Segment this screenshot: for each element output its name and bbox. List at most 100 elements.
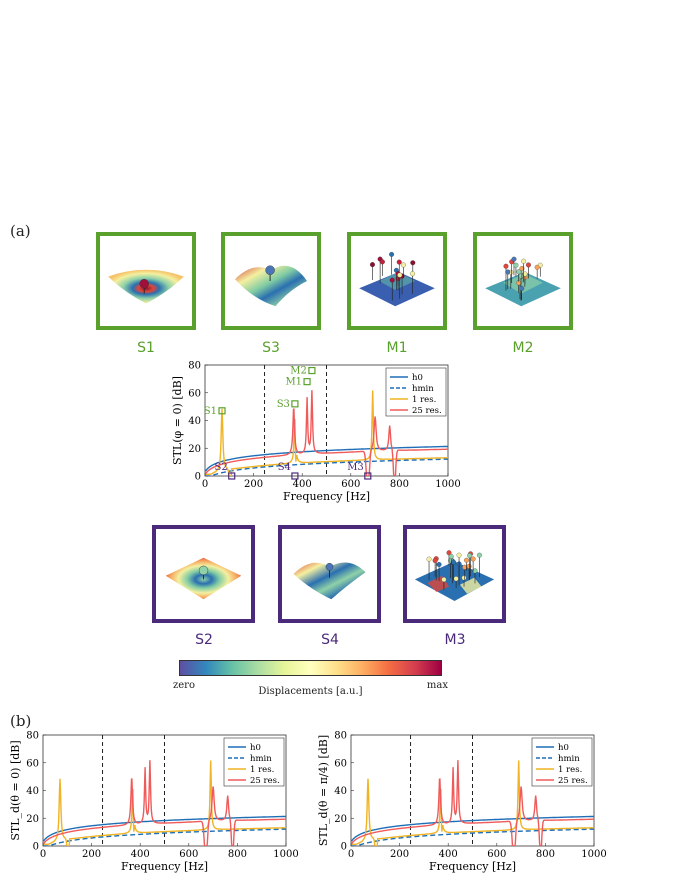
x-tick-label: 1000 [581, 849, 606, 860]
legend [385, 367, 447, 417]
resonator-mass [446, 550, 452, 556]
x-tick-label: 800 [390, 479, 409, 490]
colorbar-min-label: zero [173, 680, 195, 691]
y-tick-label: 40 [334, 786, 347, 797]
mode-shape-m3 [403, 525, 506, 623]
y-tick-label: 80 [26, 731, 39, 742]
legend-entry: 1 res. [250, 765, 274, 775]
x-tick-label: 400 [293, 479, 312, 490]
x-tick-label: 1000 [273, 849, 298, 860]
resonator-mass [467, 553, 473, 559]
legend [531, 737, 593, 787]
resonator-mass [525, 262, 531, 268]
resonator-pins-m3 [426, 550, 482, 590]
resonator-mass [503, 263, 509, 269]
series-25-res [205, 390, 448, 476]
mode-shape-s1 [96, 232, 196, 330]
resonator-mass [470, 556, 476, 562]
legend-entry: h0 [412, 373, 423, 383]
mode-marker [308, 366, 316, 375]
y-tick-label: 80 [188, 361, 201, 372]
resonator-mass [513, 262, 519, 268]
legend-entry: 25 res. [558, 776, 588, 786]
resonator-mass [453, 576, 459, 582]
mode-shape-s2 [152, 525, 255, 623]
mode-marker [228, 472, 236, 480]
mode-marker-label: M2 [290, 366, 307, 377]
mode-label-s2: S2 [195, 632, 213, 648]
legend-entry: hmin [412, 384, 434, 394]
legend-entry: 1 res. [558, 765, 582, 775]
mode-shape-s4 [278, 525, 381, 623]
resonator-mass [516, 269, 522, 275]
resonator-mass [456, 552, 462, 558]
legend-entry: h0 [558, 743, 569, 753]
resonator-mass [396, 259, 402, 265]
y-tick-label: 40 [188, 416, 201, 427]
x-axis-label: Frequency [Hz] [429, 860, 516, 873]
resonator-mass [448, 553, 454, 559]
colorbar: zero max Displacements [a.u.] [173, 660, 448, 700]
y-tick-label: 60 [334, 758, 347, 769]
resonator-mass [379, 259, 385, 265]
resonator-mass [463, 557, 469, 563]
y-tick-label: 20 [188, 444, 201, 455]
mode-label-s4: S4 [321, 632, 339, 648]
resonator-mass [511, 256, 517, 262]
mode-shape-s3 [221, 232, 321, 330]
mode-label-s1: S1 [137, 340, 155, 356]
resonator-mass [462, 564, 468, 570]
y-tick-label: 40 [26, 786, 39, 797]
resonator-mass [436, 562, 442, 567]
colorbar-title: Displacements [a.u.] [258, 686, 363, 697]
x-tick-label: 600 [179, 849, 198, 860]
y-tick-label: 60 [26, 758, 39, 769]
mode-shape-m2 [473, 232, 573, 330]
y-tick-label: 20 [334, 814, 347, 825]
resonator-mass [451, 559, 457, 565]
resonator-mass [505, 269, 511, 275]
resonator-mass [410, 271, 415, 277]
resonator-mass [518, 273, 524, 279]
resonator-mass [397, 272, 403, 278]
x-tick-label: 800 [536, 849, 555, 860]
series-hmin [351, 828, 594, 846]
y-axis-label: STL_d(θ = π/4) [dB] [317, 735, 330, 846]
series-h0 [43, 815, 286, 842]
x-tick-label: 400 [131, 849, 150, 860]
resonator-mass [521, 258, 527, 264]
x-tick-label: 800 [228, 849, 247, 860]
mode-marker-label: S1 [204, 406, 217, 417]
legend-entry: 1 res. [412, 395, 436, 405]
mode-label-m2: M2 [512, 340, 534, 356]
mode-label-m1: M1 [386, 340, 408, 356]
series-25-res [43, 760, 286, 846]
resonator-mass [426, 556, 432, 562]
y-tick-label: 20 [26, 814, 39, 825]
mode-marker-label: S4 [278, 462, 291, 473]
x-tick-label: 200 [390, 849, 409, 860]
colorbar-max-label: max [426, 680, 448, 691]
resonator-mass [410, 260, 416, 266]
resonator-pins-m1 [369, 251, 416, 301]
mode-marker-label: M1 [285, 377, 302, 388]
series-hmin [43, 828, 286, 846]
mode-marker [291, 472, 299, 480]
x-tick-label: 600 [341, 479, 360, 490]
mode-marker-label: S2 [215, 462, 228, 473]
legend-entry: hmin [558, 754, 580, 764]
mode-marker [303, 378, 311, 386]
resonator-mass [519, 266, 525, 271]
series-h0 [351, 815, 594, 842]
mode-label-m3: M3 [444, 632, 466, 648]
resonator-mass [472, 568, 478, 574]
resonator-mass [389, 251, 395, 257]
legend-entry: 25 res. [250, 776, 280, 786]
series-hmin [205, 458, 448, 476]
series-1-res [43, 760, 286, 846]
x-tick-label: 0 [40, 849, 46, 860]
panel-a-label: (a) [10, 222, 31, 240]
resonator-mass [534, 264, 540, 270]
